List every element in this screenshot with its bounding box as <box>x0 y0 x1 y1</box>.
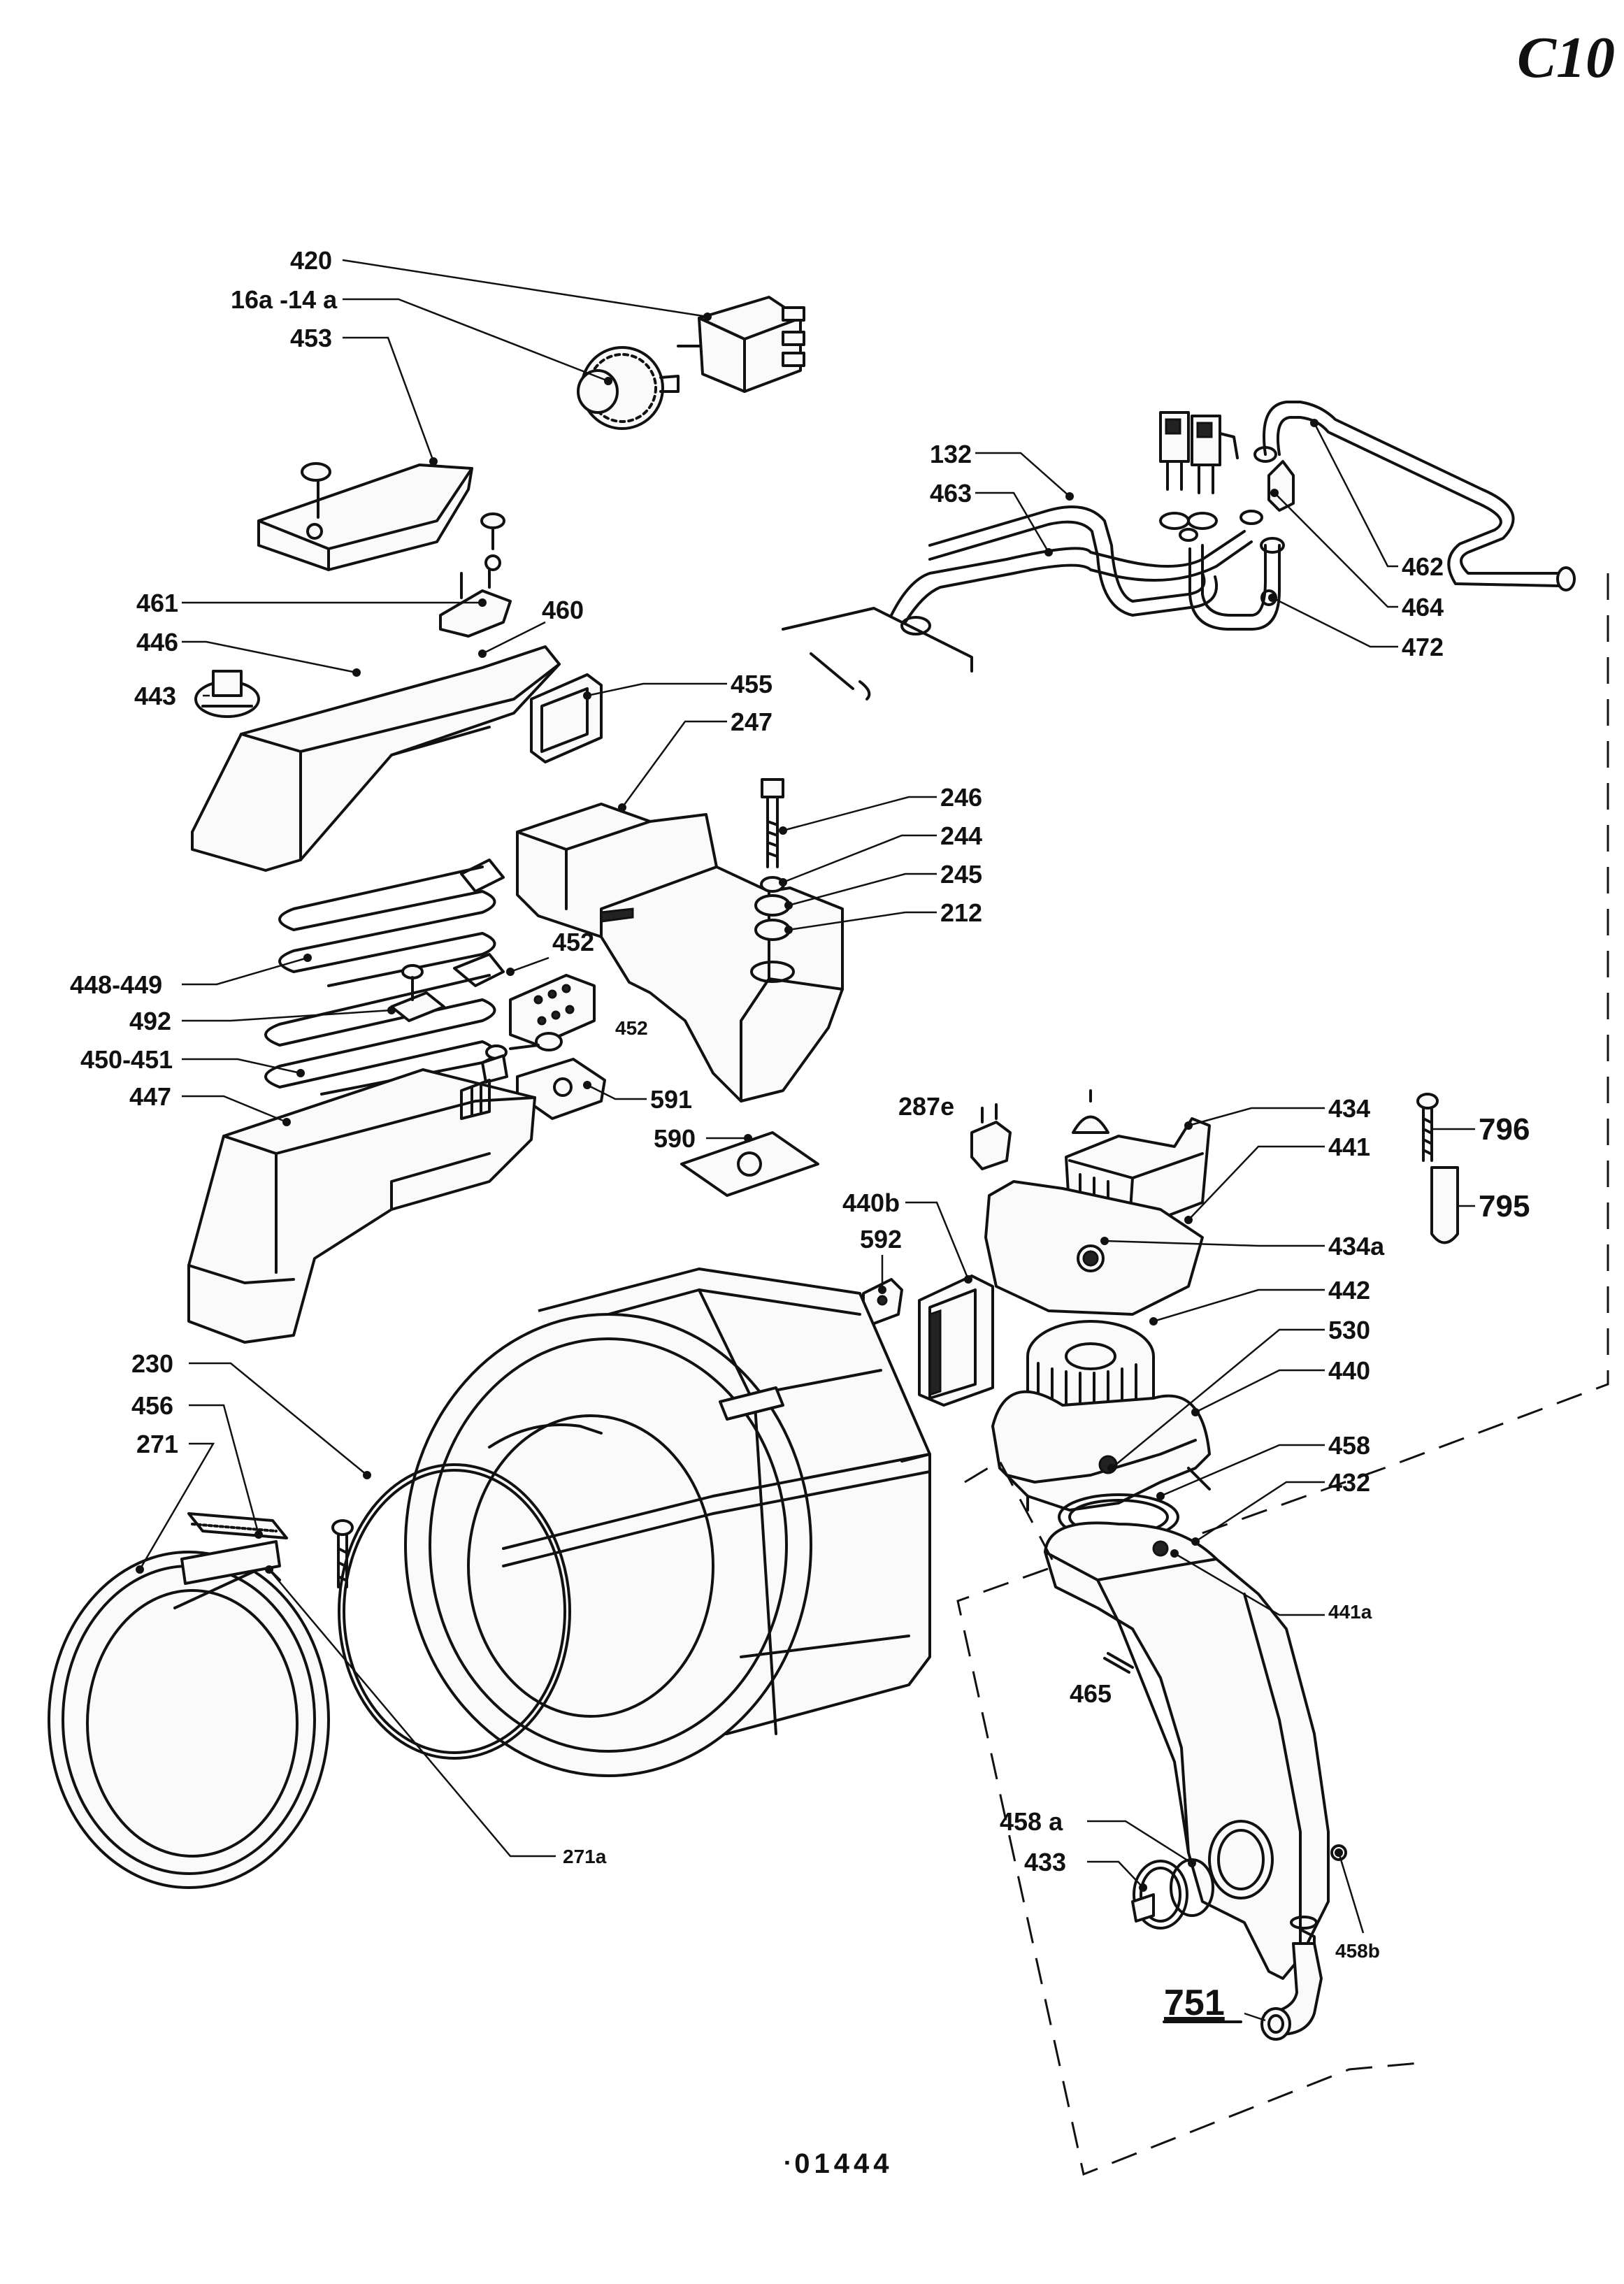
part-453-plate <box>257 462 473 571</box>
callout-247: 247 <box>731 708 773 736</box>
part-212-washer <box>754 919 791 941</box>
callout-271: 271 <box>136 1430 178 1458</box>
part-440b-gasket <box>918 1274 994 1407</box>
callout-452-upper: 452 <box>552 928 594 956</box>
part-458b-washer <box>1330 1844 1347 1861</box>
part-447-housing <box>187 1068 536 1344</box>
callout-440: 440 <box>1328 1356 1370 1385</box>
callout-440b: 440b <box>842 1188 900 1217</box>
callout-287e: 287e <box>898 1092 954 1121</box>
part-271-front-frame <box>48 1540 330 1889</box>
callout-458: 458 <box>1328 1431 1370 1460</box>
drawing-code: ᐧ01444 <box>783 2148 893 2179</box>
callout-447: 447 <box>129 1082 171 1111</box>
part-455-filter <box>530 673 603 763</box>
callout-530: 530 <box>1328 1316 1370 1344</box>
part-452-plate <box>509 974 596 1047</box>
part-464-connector <box>1253 446 1295 512</box>
callout-591: 591 <box>650 1085 692 1114</box>
part-420-switch <box>677 296 805 393</box>
callout-461: 461 <box>136 589 178 617</box>
part-246-bolt <box>761 778 784 868</box>
callout-751: 751 <box>1164 1983 1225 2023</box>
callout-456: 456 <box>131 1391 173 1420</box>
assembly-dashed-outline <box>956 573 1609 2176</box>
callout-246: 246 <box>940 783 982 812</box>
callout-labels: 420 16a -14 a 453 132 463 462 464 472 46… <box>70 246 1530 2023</box>
callout-463: 463 <box>930 479 972 508</box>
callout-590: 590 <box>654 1124 696 1153</box>
part-valve-block <box>1159 411 1239 494</box>
leader-lines <box>136 259 1475 2022</box>
part-443-thermostat <box>194 670 260 718</box>
callout-462: 462 <box>1402 552 1444 581</box>
callout-446: 446 <box>136 628 178 656</box>
part-448-heating-element <box>278 859 505 987</box>
callout-464: 464 <box>1402 593 1444 622</box>
part-440-fan-housing <box>991 1390 1211 1511</box>
callout-230: 230 <box>131 1349 173 1378</box>
part-453-screws <box>480 512 505 571</box>
callout-452-lower: 452 <box>615 1017 648 1039</box>
part-247-duct <box>516 803 844 1103</box>
part-287e-switch <box>970 1103 1012 1170</box>
sheet-id: C10 <box>1517 25 1615 90</box>
part-433-clamp <box>1131 1860 1188 1930</box>
part-796-screw <box>1416 1093 1439 1162</box>
callout-458b: 458b <box>1335 1940 1380 1962</box>
callout-458a: 458 a <box>1000 1807 1063 1836</box>
callout-434: 434 <box>1328 1094 1370 1123</box>
part-hose-clamps-mid <box>1159 510 1263 542</box>
callout-442: 442 <box>1328 1276 1370 1305</box>
callout-132: 132 <box>930 440 972 468</box>
callout-271a: 271a <box>563 1846 607 1867</box>
callout-432: 432 <box>1328 1468 1370 1497</box>
callout-212: 212 <box>940 898 982 927</box>
part-hose-clamp-left <box>900 616 931 635</box>
part-456-filter-gasket <box>187 1512 288 1539</box>
callout-796: 796 <box>1479 1112 1530 1147</box>
part-492-clip <box>390 964 445 1022</box>
part-271a-screw <box>331 1519 354 1588</box>
callout-460: 460 <box>542 596 584 624</box>
callout-434a: 434a <box>1328 1232 1385 1260</box>
part-795-sleeve <box>1430 1166 1459 1244</box>
part-432-duct <box>1044 1521 1330 1980</box>
part-465-pin <box>1103 1652 1134 1674</box>
part-230-seal <box>338 1463 571 1760</box>
part-462-hose <box>1263 401 1576 591</box>
callout-472: 472 <box>1402 633 1444 661</box>
callout-443: 443 <box>134 682 176 710</box>
part-461-thermostat <box>439 568 512 638</box>
callout-245: 245 <box>940 860 982 889</box>
part-441-bracket-plate <box>984 1180 1204 1316</box>
callout-441a: 441a <box>1328 1601 1372 1623</box>
callout-465: 465 <box>1070 1679 1112 1708</box>
callout-592: 592 <box>860 1225 902 1254</box>
part-590-plate <box>680 1131 819 1197</box>
callout-492: 492 <box>129 1007 171 1035</box>
part-446-housing <box>191 645 561 872</box>
part-751-hose <box>1260 1916 1323 2041</box>
part-16a-knob <box>577 346 680 430</box>
callout-455: 455 <box>731 670 773 698</box>
callout-448-449: 448-449 <box>70 970 162 999</box>
part-132-hose <box>928 505 1219 617</box>
part-tub-top-sketch <box>782 607 973 701</box>
callout-420: 420 <box>290 246 332 275</box>
part-463-hose <box>890 530 1253 624</box>
callout-441: 441 <box>1328 1133 1370 1161</box>
part-245-washer <box>754 894 791 917</box>
callout-450-451: 450-451 <box>80 1045 173 1074</box>
callout-244: 244 <box>940 821 982 850</box>
part-drum <box>404 1267 931 1777</box>
callout-16a-14a: 16a -14 a <box>231 285 338 314</box>
part-452-bolt <box>481 1032 563 1084</box>
callout-795: 795 <box>1479 1189 1530 1223</box>
callout-453: 453 <box>290 324 332 352</box>
callout-433: 433 <box>1024 1848 1066 1876</box>
